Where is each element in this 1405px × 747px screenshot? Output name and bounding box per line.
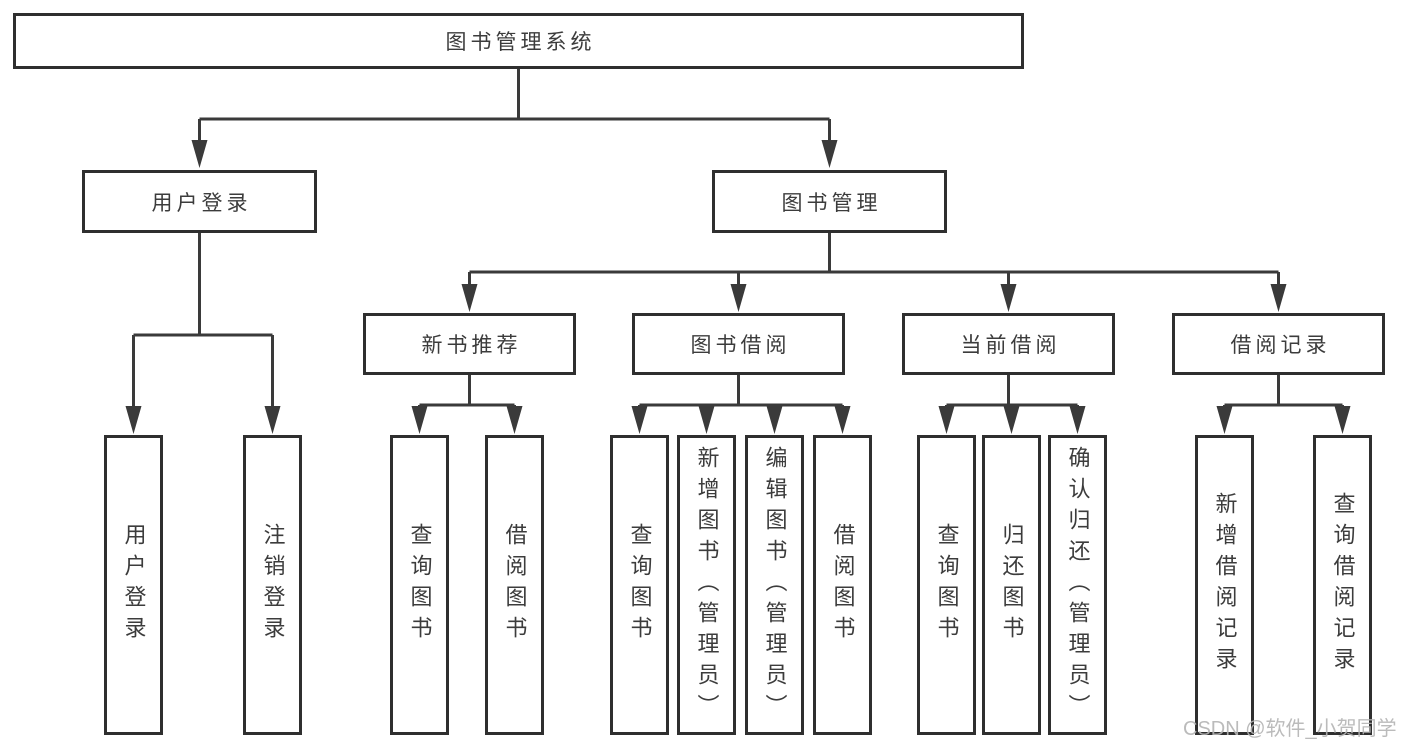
- node-leaf-user-login: 用户登录: [104, 435, 163, 735]
- node-leaf-query-books-recommend: 查询图书: [390, 435, 449, 735]
- node-label: 查询借阅记录: [1330, 492, 1356, 678]
- node-label: 归还图书: [999, 523, 1025, 647]
- node-label: 新增图书（管理员）: [694, 445, 720, 725]
- node-leaf-borrow-books-recommend: 借阅图书: [485, 435, 544, 735]
- node-label: 图书管理: [781, 191, 882, 215]
- node-book-borrowing: 图书借阅: [632, 313, 845, 375]
- node-label: 查询图书: [407, 523, 433, 647]
- node-user-login: 用户登录: [82, 170, 317, 233]
- node-label: 借阅图书: [502, 523, 528, 647]
- node-label: 图书管理系统: [445, 31, 596, 54]
- node-label: 编辑图书（管理员）: [762, 445, 788, 725]
- node-leaf-query-books-borrowing: 查询图书: [610, 435, 669, 735]
- node-label: 用户登录: [151, 191, 252, 215]
- node-label: 借阅图书: [830, 523, 856, 647]
- node-library-management-system: 图书管理系统: [13, 13, 1024, 69]
- node-label: 注销登录: [260, 523, 286, 647]
- node-leaf-logout: 注销登录: [243, 435, 302, 735]
- node-book-management: 图书管理: [712, 170, 947, 233]
- node-label: 借阅记录: [1230, 334, 1331, 357]
- node-label: 新书推荐: [421, 334, 522, 357]
- node-label: 当前借阅: [960, 334, 1061, 357]
- node-leaf-edit-book-admin: 编辑图书（管理员）: [745, 435, 804, 735]
- node-borrowing-records: 借阅记录: [1172, 313, 1385, 375]
- node-leaf-query-borrow-record: 查询借阅记录: [1313, 435, 1372, 735]
- node-leaf-query-books-current: 查询图书: [917, 435, 976, 735]
- node-label: 确认归还（管理员）: [1065, 445, 1091, 725]
- node-current-borrowing: 当前借阅: [902, 313, 1115, 375]
- node-leaf-borrow-books-borrowing: 借阅图书: [813, 435, 872, 735]
- node-leaf-add-borrow-record: 新增借阅记录: [1195, 435, 1254, 735]
- node-label: 新增借阅记录: [1212, 492, 1238, 678]
- node-new-book-recommendation: 新书推荐: [363, 313, 576, 375]
- csdn-watermark: CSDN @软件_小贺同学: [1183, 718, 1397, 740]
- node-leaf-confirm-return-admin: 确认归还（管理员）: [1048, 435, 1107, 735]
- node-leaf-add-book-admin: 新增图书（管理员）: [677, 435, 736, 735]
- node-label: 查询图书: [627, 523, 653, 647]
- node-label: 图书借阅: [690, 334, 791, 357]
- node-label: 用户登录: [121, 523, 147, 647]
- node-leaf-return-books: 归还图书: [982, 435, 1041, 735]
- node-label: 查询图书: [934, 523, 960, 647]
